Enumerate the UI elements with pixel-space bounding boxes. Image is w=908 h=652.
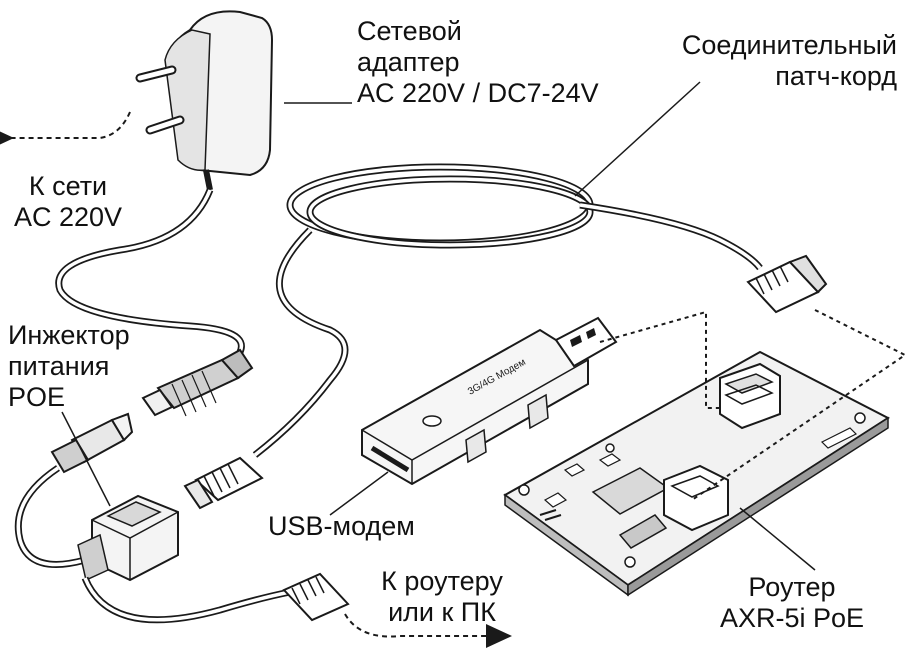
patchcord-to-router-dashes bbox=[691, 309, 907, 501]
usb-modem-label: USB-модем bbox=[268, 511, 415, 541]
rj45-plug-pc bbox=[282, 572, 350, 622]
router-board bbox=[503, 350, 890, 597]
adapter-label-line-3: AC 220V / DC7-24V bbox=[357, 78, 599, 108]
router-label: Роутер AXR-5i PoE bbox=[692, 572, 892, 634]
injector-label-line-1: Инжектор bbox=[8, 320, 130, 350]
patchcord-leader bbox=[574, 81, 701, 197]
rj45-plug-router bbox=[746, 254, 828, 314]
power-adapter bbox=[135, 10, 274, 191]
usb-modem bbox=[361, 316, 618, 486]
patch-cord-label-line-2: патч-корд bbox=[775, 61, 897, 91]
rj45-plug-injector bbox=[183, 456, 264, 510]
to-router-label-line-2: или к ПК bbox=[388, 597, 496, 627]
router-usb-port bbox=[719, 362, 781, 430]
injector-leader bbox=[61, 411, 111, 507]
router-label-line-1: Роутер bbox=[748, 572, 836, 602]
to-network-label: К сети AC 220V bbox=[4, 171, 132, 233]
injector-label-line-2: питания bbox=[8, 351, 110, 381]
adapter-label: Сетевой адаптер AC 220V / DC7-24V bbox=[357, 16, 599, 109]
router-label-line-2: AXR-5i PoE bbox=[719, 603, 865, 633]
patch-cord-label: Соединительный патч-корд bbox=[610, 30, 897, 92]
to-router-label: К роутеру или к ПК bbox=[362, 566, 522, 628]
dc-jack bbox=[50, 412, 134, 474]
patch-cord-coil bbox=[252, 163, 763, 458]
dc-plug bbox=[141, 348, 254, 417]
injector-label: Инжектор питания POE bbox=[8, 320, 130, 413]
to-router-label-line-1: К роутеру bbox=[381, 566, 503, 596]
poe-injector bbox=[77, 494, 179, 582]
adapter-label-line-2: адаптер bbox=[357, 47, 460, 77]
modem-leader bbox=[329, 471, 389, 516]
patch-cord-label-line-1: Соединительный bbox=[681, 30, 897, 60]
to-network-arrow bbox=[0, 111, 131, 150]
router-leader bbox=[739, 507, 816, 571]
to-network-label-line-2: AC 220V bbox=[13, 202, 123, 232]
adapter-label-line-1: Сетевой bbox=[357, 16, 462, 46]
to-network-label-line-1: К сети bbox=[28, 171, 108, 201]
injector-label-line-3: POE bbox=[8, 382, 66, 412]
